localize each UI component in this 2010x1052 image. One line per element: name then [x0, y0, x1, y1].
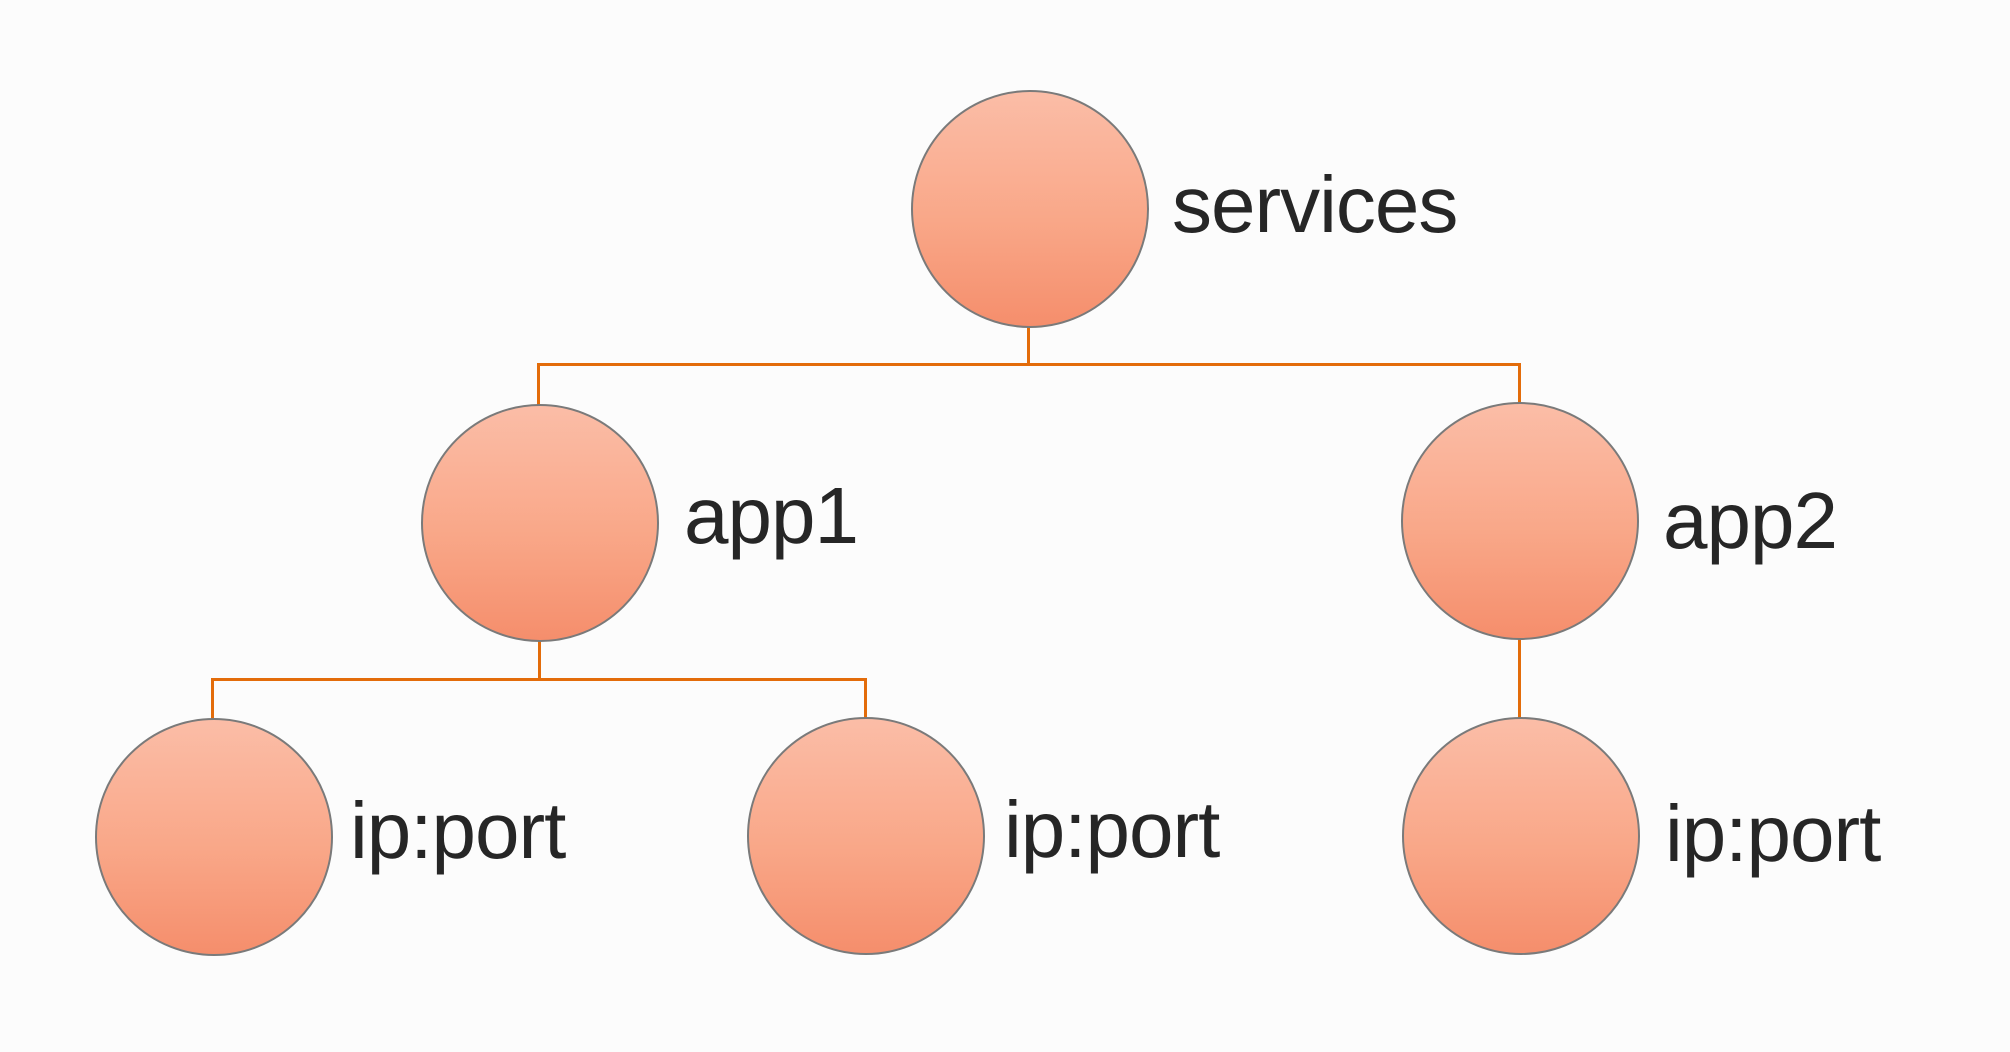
node-label-ipport-2: ip:port [1004, 785, 1220, 874]
node-circle-app1 [421, 404, 659, 642]
node-circle-ipport-2 [747, 717, 985, 955]
connector-app1-stem [537, 363, 540, 406]
node-circle-ipport-3 [1402, 717, 1640, 955]
node-label-app2: app2 [1663, 476, 1838, 565]
node-label-services: services [1172, 160, 1458, 249]
node-circle-services [911, 90, 1149, 328]
connector-rail-services-children [537, 363, 1521, 366]
connector-ipport2-stem [864, 678, 867, 719]
connector-ipport1-stem [211, 678, 214, 720]
node-label-ipport-3: ip:port [1665, 789, 1881, 878]
connector-services-stem [1027, 327, 1030, 366]
node-label-ipport-1: ip:port [350, 786, 566, 875]
connector-app1-down-stem [538, 641, 541, 681]
connector-app2-ipport3 [1518, 639, 1521, 719]
node-circle-app2 [1401, 402, 1639, 640]
connector-app2-stem [1518, 363, 1521, 404]
connector-rail-app1-children [211, 678, 867, 681]
node-label-app1: app1 [684, 471, 859, 560]
node-circle-ipport-1 [95, 718, 333, 956]
